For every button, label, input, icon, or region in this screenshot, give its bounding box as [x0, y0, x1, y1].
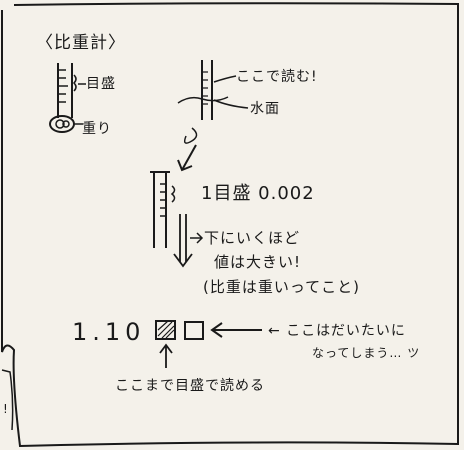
explanation-line-1: 下にいくほど	[204, 229, 301, 247]
approx-note-line-1: ← ここはだいたいに	[268, 323, 406, 339]
note-title: 〈比重計〉	[36, 33, 126, 53]
page-border	[1, 2, 459, 448]
enlarged-scale-icon	[150, 171, 204, 268]
bottom-note: ここまで目盛で読める	[115, 378, 265, 394]
label-read-here: ここで読む!	[236, 69, 318, 85]
reading-digit-boxes	[155, 320, 204, 340]
label-weight: 重り	[82, 121, 112, 137]
zoom-arrow-icon	[177, 144, 197, 172]
up-arrow-icon	[159, 343, 173, 368]
scale-info: 1目盛 0.002	[201, 183, 315, 204]
label-scale-marks: 目盛	[86, 76, 116, 92]
approx-note-line-2: なってしまう… ツ	[312, 346, 421, 360]
left-arrow-icon	[210, 322, 262, 338]
explanation-line-2: 値は大きい!	[214, 253, 302, 271]
reading-value: 1.10	[72, 318, 146, 346]
edge-mark: !	[3, 402, 9, 416]
hydrometer-water-icon	[177, 60, 249, 144]
label-water-surface: 水面	[250, 101, 280, 117]
hydrometer-small-icon	[49, 63, 86, 133]
explanation-line-3: (比重は重いってこと)	[203, 278, 360, 296]
